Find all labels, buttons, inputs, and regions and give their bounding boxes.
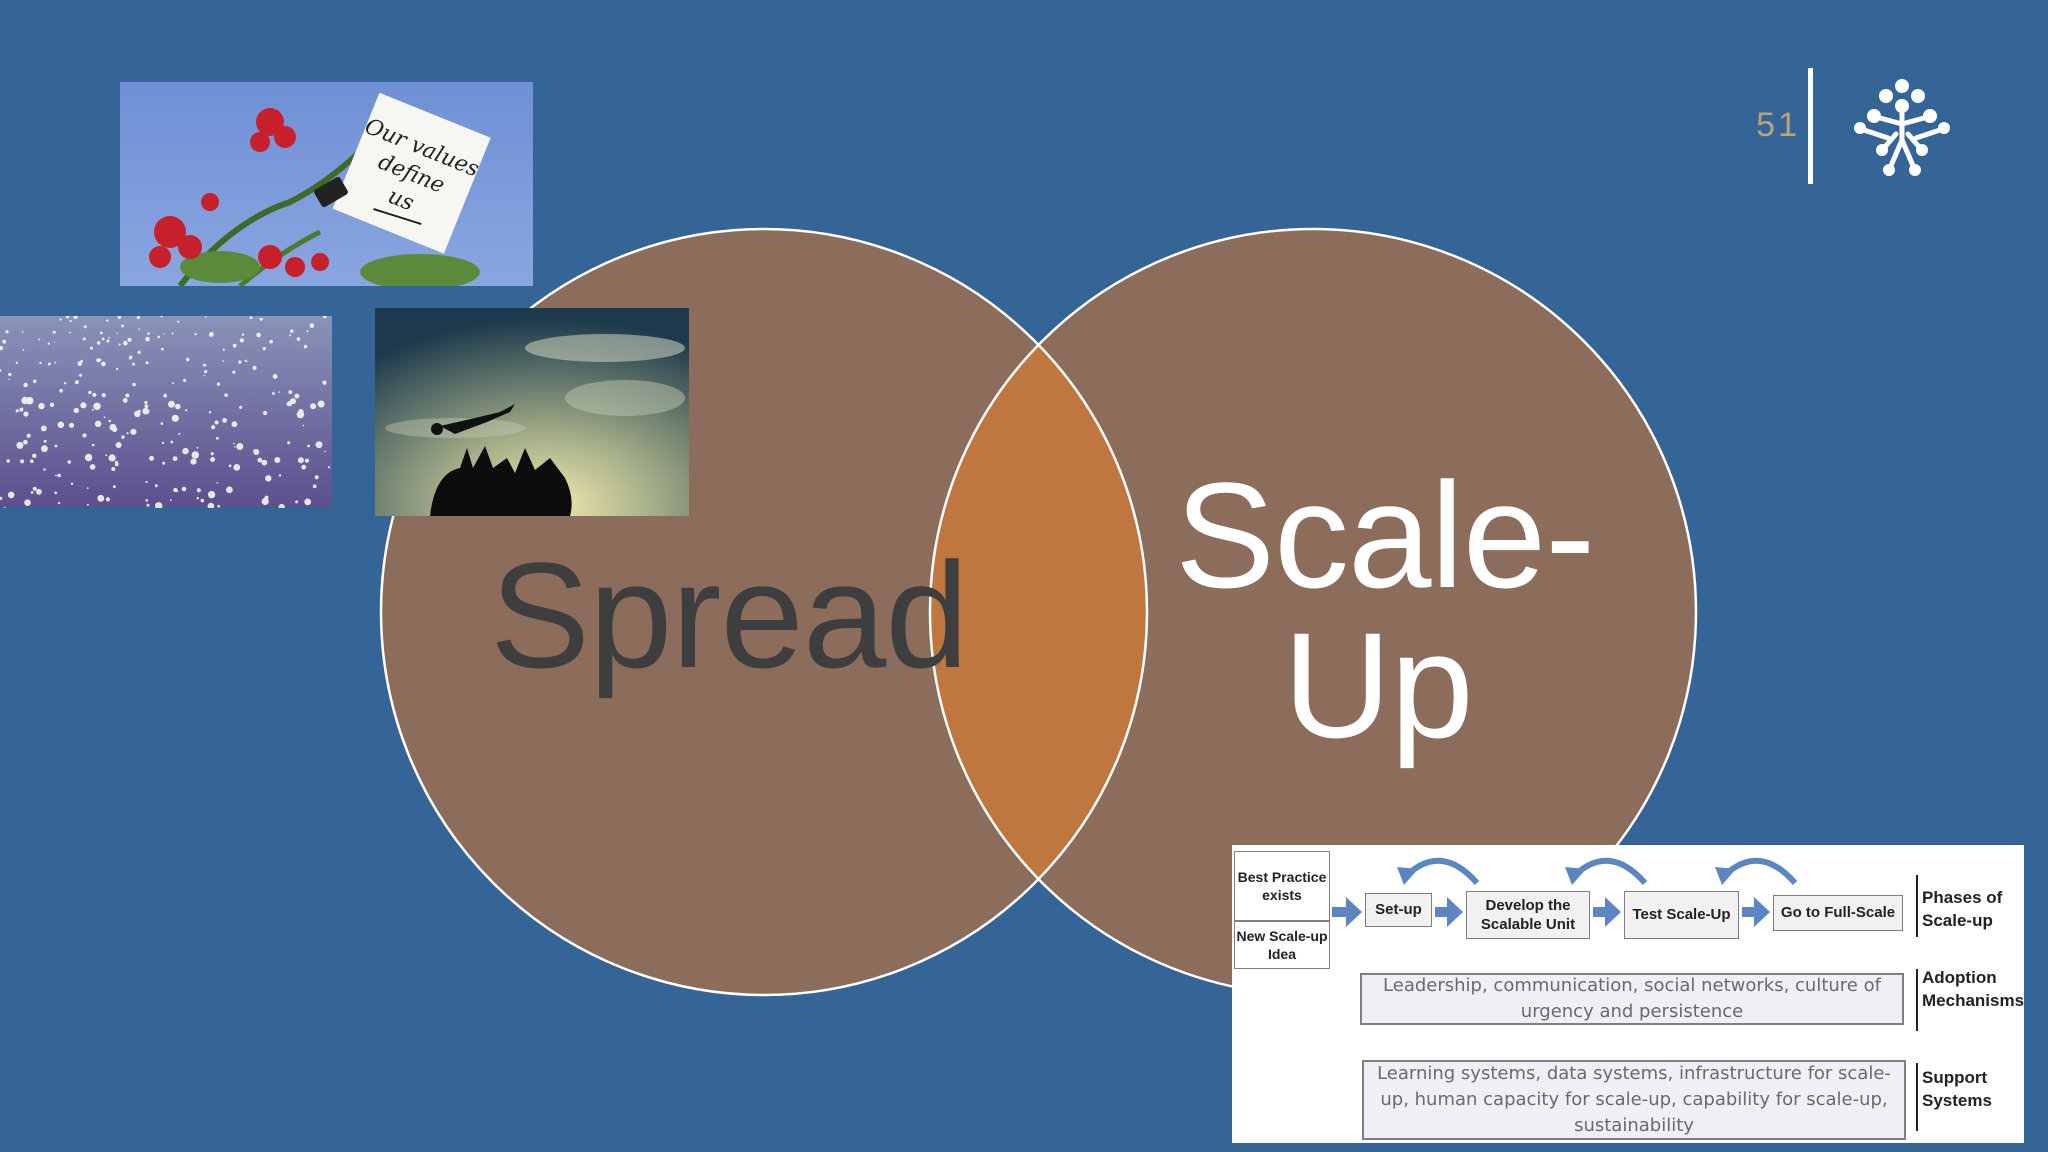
values-note-photo: Our values define us (120, 82, 533, 286)
best-practice-box: Best Practice exists (1234, 851, 1330, 921)
scale-up-label-line2: Up (1283, 601, 1474, 769)
page-number: 51 (1756, 106, 1800, 144)
celebration-silhouette-photo (375, 308, 689, 516)
arrow-right-icon (1435, 897, 1463, 927)
scale-up-framework-diagram: Best Practice exists New Scale-up Idea S… (1232, 845, 2024, 1143)
phase-setup-box: Set-up (1365, 893, 1432, 927)
phases-row-label: Phases of Scale-up (1922, 888, 2003, 930)
support-row-label: Support Systems (1922, 1068, 1992, 1110)
adoption-mechanisms-band: Leadership, communication, social networ… (1360, 973, 1904, 1025)
snowflakes-photo (0, 316, 332, 508)
adoption-row-label: Adoption Mechanisms (1922, 968, 2025, 1010)
header-divider (1808, 68, 1813, 184)
scale-up-circle (930, 229, 1696, 995)
support-systems-band: Learning systems, data systems, infrastr… (1362, 1060, 1906, 1140)
loop-arrow-icon (1722, 857, 1798, 886)
loop-arrow-icon (1572, 857, 1648, 886)
arrow-right-icon (1593, 897, 1621, 927)
phase-develop-scalable-unit-box: Develop the Scalable Unit (1466, 891, 1590, 939)
framework-arrows (1332, 857, 1798, 927)
row-divider (1916, 875, 1918, 937)
scale-up-label-line1: Scale- (1175, 451, 1595, 619)
phase-test-scale-up-box: Test Scale-Up (1624, 891, 1739, 939)
arrow-right-icon (1742, 897, 1770, 927)
arrow-right-icon (1332, 897, 1362, 927)
new-scaleup-idea-box: New Scale-up Idea (1234, 921, 1330, 969)
row-divider (1916, 1063, 1918, 1131)
spread-label: Spread (490, 531, 969, 699)
row-divider (1916, 969, 1918, 1031)
loop-arrow-icon (1404, 857, 1480, 886)
phase-go-to-full-scale-box: Go to Full-Scale (1773, 895, 1903, 931)
organization-logo-icon (1854, 79, 1950, 176)
